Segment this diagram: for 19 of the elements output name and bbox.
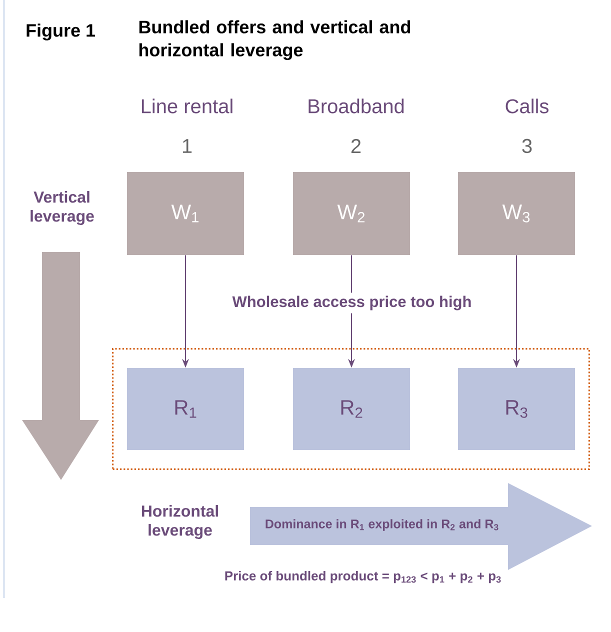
leverage-label: Vertical leverage xyxy=(30,191,94,225)
column-number: 3 xyxy=(522,138,532,154)
column-heading: Line rental xyxy=(142,98,232,114)
column-number: 2 xyxy=(351,139,361,153)
box: W$_{2}$ xyxy=(293,172,410,255)
annotation-label: Wholesale access price too high xyxy=(229,292,475,314)
leverage-label: Horizontal leverage xyxy=(142,505,218,539)
box: R$_{1}$ xyxy=(127,368,244,450)
column-heading: Broadband xyxy=(308,98,404,114)
column-heading: Calls xyxy=(506,98,548,114)
arrow-banner: Dominance in R$_{1}$ exploited in R$_{2}$ and R$_{3}$ xyxy=(250,483,592,570)
column-number: 1 xyxy=(182,139,192,153)
box: W$_{1}$ xyxy=(127,172,244,255)
figure-title: Bundled offers and vertical and horizontal leverage xyxy=(139,20,410,60)
box: R$_{2}$ xyxy=(293,368,410,450)
box: W$_{3}$ xyxy=(458,172,575,255)
dotted-frame xyxy=(112,348,590,470)
figure-number: Figure 1 xyxy=(26,24,96,40)
box: R$_{3}$ xyxy=(458,368,575,450)
